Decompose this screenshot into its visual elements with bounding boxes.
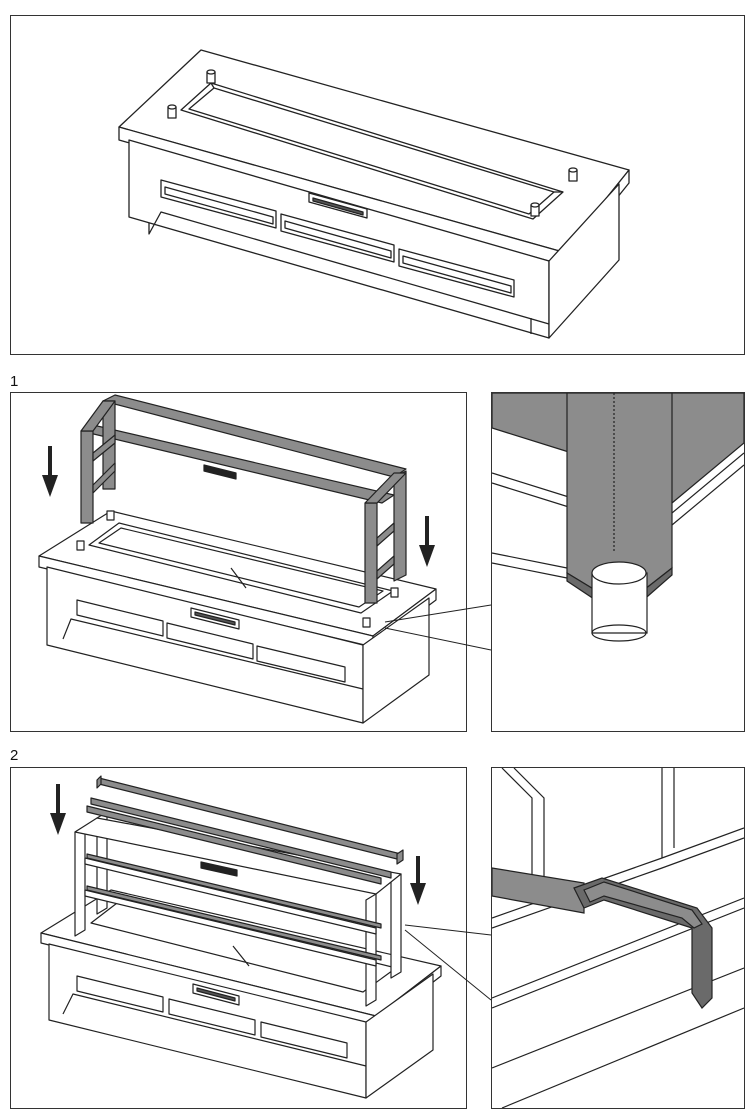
frame-rail: [492, 393, 573, 454]
rail-bar: [90, 797, 392, 879]
corner-peg: [568, 167, 578, 182]
step-2-detail-illustration: [492, 768, 744, 1108]
step-1-detail-panel: [491, 392, 745, 732]
step-number: 1: [10, 373, 19, 390]
step-number: 2: [10, 747, 19, 764]
rail-bar: [86, 853, 382, 961]
step-2-detail-panel: [491, 767, 745, 1109]
logo-plate: [308, 192, 368, 219]
down-arrow-icon: [410, 856, 426, 905]
frame-assembly: [74, 811, 402, 1007]
drawer-panel: [168, 998, 256, 1036]
rail-hook-detail: [573, 877, 713, 1009]
down-arrow-icon: [419, 516, 435, 567]
drawer-panel: [76, 975, 164, 1013]
rail-bar: [492, 867, 585, 914]
peg-detail: [591, 561, 648, 642]
down-arrow-icon: [50, 784, 66, 835]
drawer-panel: [166, 622, 254, 660]
step-2-illustration: [40, 775, 442, 1099]
step-1-illustration: [38, 394, 437, 724]
drawer-panel: [280, 213, 395, 263]
body-side: [548, 183, 620, 339]
drawer-panel: [256, 645, 346, 683]
corner-peg: [167, 104, 177, 119]
step-1-detail-illustration: [492, 393, 744, 642]
drawer-panel: [398, 248, 515, 298]
drawer-panel: [260, 1021, 348, 1059]
corner-peg: [530, 202, 540, 217]
step-2-main-panel: [10, 767, 467, 1109]
base-unit-illustration: [118, 49, 630, 339]
drawer-panel: [76, 599, 164, 637]
down-arrow-icon: [42, 446, 58, 497]
step-1-main-panel: [10, 392, 467, 732]
overview-panel: [10, 15, 745, 355]
corner-peg: [206, 69, 216, 84]
rail-bar: [86, 805, 382, 885]
frame-assembly: [80, 394, 407, 604]
drawer-panel: [160, 179, 277, 229]
rail-bar: [96, 775, 404, 865]
